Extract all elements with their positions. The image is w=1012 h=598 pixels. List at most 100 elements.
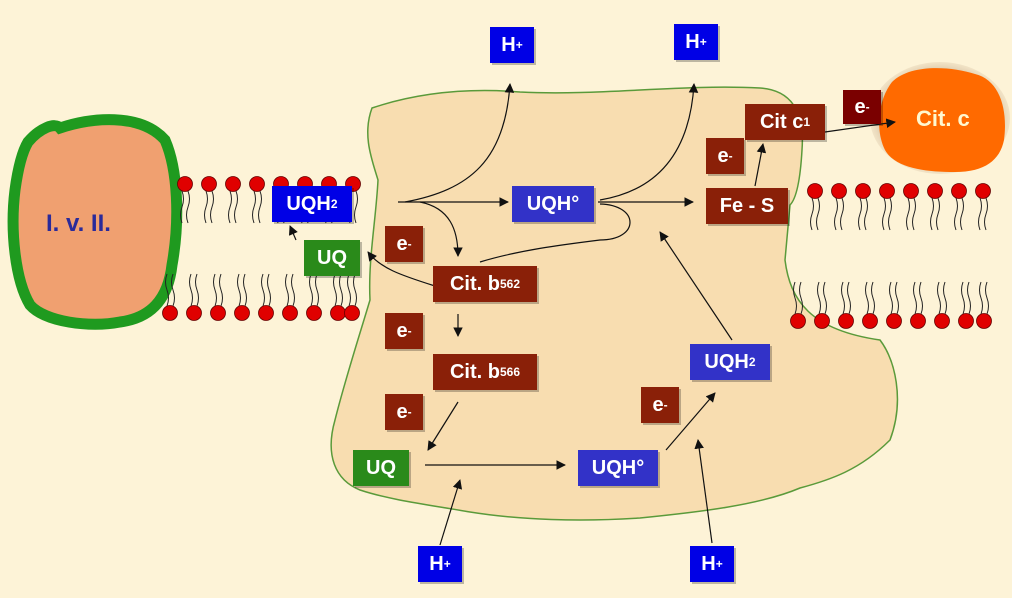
- uqh-radical-top: UQH°: [512, 186, 594, 222]
- lipid-head: [210, 305, 226, 321]
- cyt-c-shape: [879, 68, 1005, 172]
- lipid-tail: [354, 190, 358, 224]
- lipid-head: [838, 313, 854, 329]
- lipid-tail: [237, 273, 241, 307]
- lipid-tail: [889, 281, 893, 315]
- lipid-head: [258, 305, 274, 321]
- arrow-fes-to-citc1: [754, 143, 767, 187]
- lipid-tail: [954, 197, 958, 231]
- arrow-uqh2-to-fes: [659, 231, 733, 341]
- lipid-head: [177, 176, 193, 192]
- electron-bottom-right: e-: [641, 387, 679, 423]
- lipid-tail: [261, 273, 265, 307]
- arrow-h-bottom-right-in: [694, 439, 713, 544]
- lipid-head: [903, 183, 919, 199]
- uq-membrane: UQ: [304, 240, 360, 276]
- lipid-tail: [858, 197, 862, 231]
- lipid-tail: [841, 281, 845, 315]
- lipid-tail: [937, 281, 941, 315]
- electron-fe-s: e-: [706, 138, 744, 174]
- lipid-tail: [189, 273, 193, 307]
- electron-b562-top: e-: [385, 226, 423, 262]
- lipid-tail: [816, 197, 820, 231]
- lipid-tail: [985, 281, 989, 315]
- lipid-head: [306, 305, 322, 321]
- lipid-tail: [882, 197, 886, 231]
- lipid-tail: [171, 273, 175, 307]
- lipid-tail: [895, 281, 899, 315]
- lipid-tail: [204, 190, 208, 224]
- lipid-tail: [228, 190, 232, 224]
- lipid-tail: [984, 197, 988, 231]
- lipid-head: [225, 176, 241, 192]
- fe-s-center: Fe - S: [706, 188, 788, 224]
- lipid-tail: [847, 281, 851, 315]
- complex-i-ii-label: I. v. II.: [46, 210, 111, 237]
- lipid-tail: [912, 197, 916, 231]
- lipid-tail: [258, 190, 262, 224]
- arrow-uqh-to-h-top-right: [599, 83, 699, 201]
- lipid-head: [976, 313, 992, 329]
- arrow-uq-to-uqh2: [288, 225, 298, 241]
- lipid-head: [951, 183, 967, 199]
- cyt-c-label: Cit. c: [916, 106, 970, 131]
- lipid-head: [958, 313, 974, 329]
- lipid-tail: [919, 281, 923, 315]
- lipid-head: [282, 305, 298, 321]
- lipid-head: [186, 305, 202, 321]
- lipid-tail: [913, 281, 917, 315]
- uqh-radical-bottom: UQH°: [578, 450, 658, 486]
- lipid-tail: [936, 197, 940, 231]
- lipid-tail: [930, 197, 934, 231]
- lipid-head: [855, 183, 871, 199]
- arrow-uqh-to-uqh2: [665, 392, 716, 451]
- lipid-tail: [943, 281, 947, 315]
- lipid-head: [814, 313, 830, 329]
- lipid-tail: [353, 273, 357, 307]
- lipid-tail: [210, 190, 214, 224]
- arrow-b566-to-uq: [427, 401, 459, 451]
- lipid-head: [330, 305, 346, 321]
- lipid-head: [975, 183, 991, 199]
- lipid-tail: [906, 197, 910, 231]
- lipid-tail: [180, 190, 184, 224]
- membrane-lipids: [162, 176, 992, 329]
- lipid-head: [910, 313, 926, 329]
- lipid-tail: [339, 273, 343, 307]
- lipid-head: [862, 313, 878, 329]
- lipid-tail: [195, 273, 199, 307]
- lipid-head: [886, 313, 902, 329]
- lipid-tail: [213, 273, 217, 307]
- lipid-tail: [871, 281, 875, 315]
- lipid-head: [934, 313, 950, 329]
- lipid-tail: [961, 281, 965, 315]
- lipid-tail: [793, 281, 797, 315]
- lipid-tail: [234, 190, 238, 224]
- lipid-tail: [888, 197, 892, 231]
- h-plus-bottom-left: H+: [418, 546, 462, 582]
- electron-b566: e-: [385, 394, 423, 430]
- lipid-tail: [252, 190, 256, 224]
- lipid-head: [344, 305, 360, 321]
- lipid-tail: [967, 281, 971, 315]
- lipid-tail: [865, 281, 869, 315]
- lipid-head: [807, 183, 823, 199]
- lipid-tail: [309, 273, 313, 307]
- arrow-citc1-to-cytc: [824, 118, 896, 133]
- arrow-uqh-loop: [479, 203, 631, 263]
- arrow-to-b562: [419, 201, 463, 257]
- lipid-tail: [186, 190, 190, 224]
- lipid-head: [234, 305, 250, 321]
- arrow-h-bottom-left-in: [439, 479, 463, 546]
- lipid-tail: [165, 273, 169, 307]
- lipid-tail: [834, 197, 838, 231]
- lipid-head: [201, 176, 217, 192]
- lipid-tail: [823, 281, 827, 315]
- lipid-tail: [267, 273, 271, 307]
- lipid-head: [162, 305, 178, 321]
